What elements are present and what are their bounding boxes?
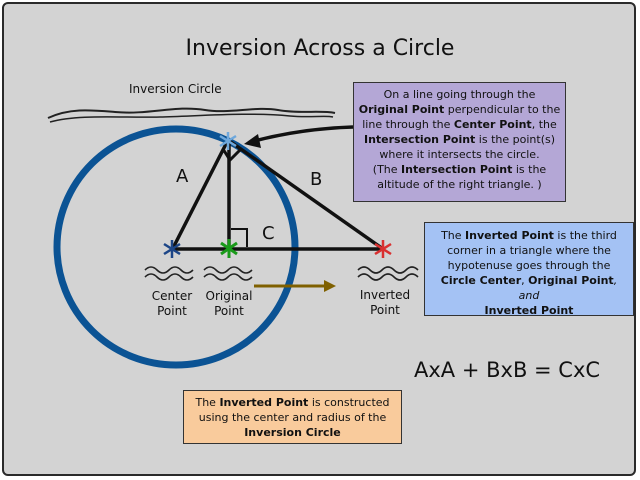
intersection-pointer-arrow (244, 125, 354, 148)
edge-b (226, 138, 385, 251)
note-line: Inversion Circle (244, 426, 341, 439)
note-line: On a line going through the (383, 88, 536, 101)
original-point-label-line1: Original (205, 289, 253, 303)
center-point-label-line1: Center (151, 289, 193, 303)
note-line: line through the Center Point, the (362, 118, 557, 131)
center-point-squiggle (144, 266, 194, 281)
side-label-c: C (262, 223, 275, 244)
note-line: Original Point perpendicular to the (358, 103, 561, 116)
center-point-marker (163, 240, 181, 258)
inverted-point-squiggle (357, 266, 419, 281)
intersection-point-note: On a line going through the Original Poi… (353, 82, 566, 202)
right-angle-base-marker (231, 228, 248, 247)
note-line: The Inverted Point is constructed (195, 396, 390, 409)
note-line: Inverted Point (484, 304, 574, 317)
right-angle-top-marker (221, 147, 243, 163)
original-point-marker (220, 239, 238, 258)
inverted-point-label-line1: Inverted (359, 288, 411, 302)
note-line: using the center and radius of the (198, 411, 387, 424)
original-point-label-line2: Point (214, 304, 244, 318)
center-point-label: Center Point (146, 289, 198, 319)
note-line: (The Intersection Point is the (372, 163, 547, 176)
inverted-point-label-line2: Point (370, 303, 400, 317)
inverted-point-label: Inverted Point (354, 288, 416, 318)
pythagorean-equation: AxA + BxB = CxC (414, 358, 601, 382)
note-line: Intersection Point is the point(s) (363, 133, 556, 146)
construction-note: The Inverted Point is constructed using … (183, 390, 402, 444)
note-line: corner in a triangle where the (447, 244, 611, 257)
original-point-label: Original Point (200, 289, 258, 319)
inverted-point-marker (374, 240, 392, 258)
center-point-label-line2: Point (157, 304, 187, 318)
note-line: altitude of the right triangle. ) (377, 178, 542, 191)
intersection-point-marker (219, 132, 237, 150)
inversion-circle (53, 125, 299, 369)
note-line: hypotenuse goes through the (447, 259, 611, 272)
inversion-circle-underline (47, 107, 336, 119)
side-label-a: A (176, 166, 189, 187)
inversion-circle-underline-2 (49, 113, 334, 123)
inversion-arrow (254, 280, 336, 292)
note-line: Circle Center, Original Point, and (440, 274, 618, 302)
note-line: The Inverted Point is the third (441, 229, 617, 242)
side-label-b: B (310, 169, 323, 190)
diagram-title: Inversion Across a Circle (185, 36, 455, 61)
inversion-circle-label: Inversion Circle (129, 82, 222, 96)
original-point-squiggle (203, 266, 253, 281)
note-line: where it intersects the circle. (379, 148, 540, 161)
inverted-point-note: The Inverted Point is the third corner i… (424, 222, 634, 317)
edge-a (170, 139, 230, 251)
